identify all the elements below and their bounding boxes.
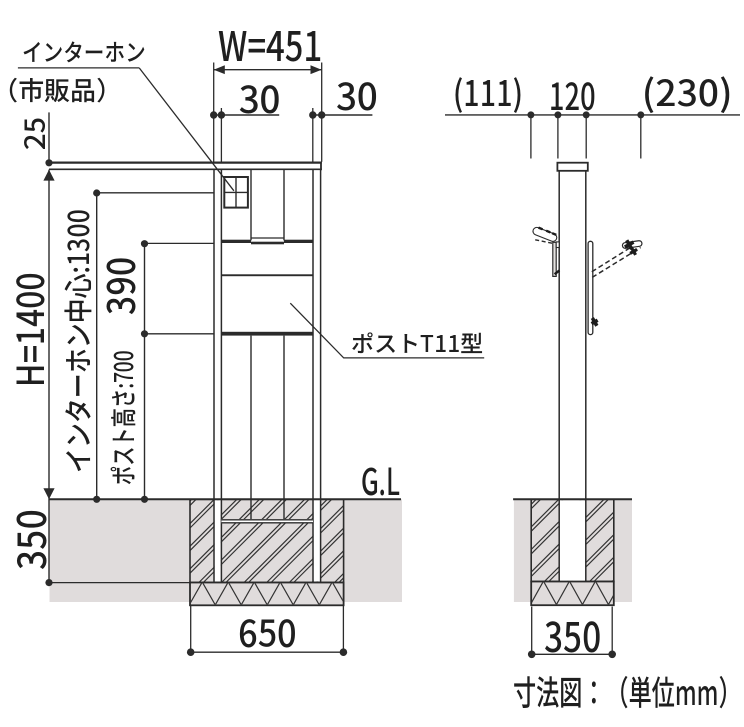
post-model-label: ポストT11型 xyxy=(351,324,484,359)
dim-post-mount-height-label: ポスト高さ:700 xyxy=(103,349,141,485)
intercom-label-line1: インターホン xyxy=(21,33,146,69)
dim-side-footing-width-label: 350 xyxy=(543,603,601,664)
dim-right-frame-label: 30 xyxy=(335,67,379,122)
side-structure xyxy=(556,161,589,582)
dim-embed-depth-label: 350 xyxy=(1,509,58,570)
drawing-caption: 寸法図：（単位mm） xyxy=(513,666,742,716)
dim-box-offset-label: (230) xyxy=(641,64,733,117)
mailbox-front xyxy=(221,239,313,336)
mailbox-side xyxy=(587,239,643,336)
intercom-side-bracket xyxy=(532,226,561,278)
intercom-box xyxy=(223,176,249,209)
front-dimension-marks xyxy=(43,65,348,656)
dim-post-depth-label: 120 xyxy=(549,66,597,121)
dim-intercom-offset-label: (111) xyxy=(452,66,523,118)
leader-lines xyxy=(17,67,485,359)
dim-footing-width-label: 650 xyxy=(238,603,297,658)
side-dimension-lines xyxy=(445,114,740,658)
dim-post-box-height-label: 390 xyxy=(90,256,146,315)
dim-width-label: W=451 xyxy=(217,12,322,73)
dim-intercom-center-label: インターホン中心:1300 xyxy=(56,208,99,473)
buried-members xyxy=(214,500,586,582)
front-foundation xyxy=(189,498,345,607)
front-structure xyxy=(49,161,322,582)
side-dimension-marks xyxy=(527,111,645,659)
dim-cap-thickness-label: 25 xyxy=(13,116,54,150)
ground-line-label: G.L xyxy=(360,451,400,506)
intercom-label-line2: （市販品） xyxy=(0,70,123,108)
dim-total-height-label: H=1400 xyxy=(1,272,56,387)
dim-left-frame-label: 30 xyxy=(238,70,281,124)
